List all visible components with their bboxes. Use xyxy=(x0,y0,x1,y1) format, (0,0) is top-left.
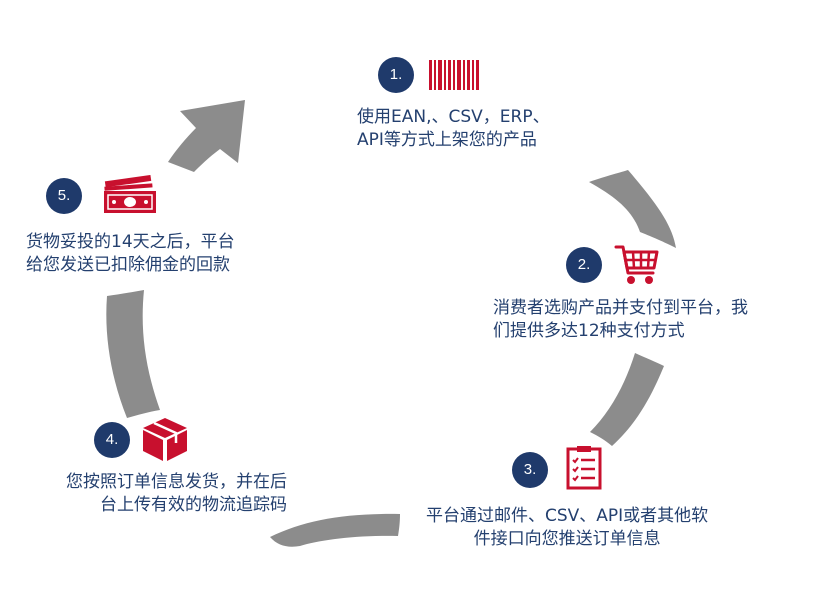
step-3-badge: 3. xyxy=(512,452,548,488)
step-2-badge: 2. xyxy=(566,247,602,283)
step-2-line-1: 消费者选购产品并支付到平台，我 xyxy=(493,298,748,318)
checklist-icon xyxy=(566,446,602,490)
step-1-line-1: 使用EAN,、CSV，ERP、 xyxy=(357,107,550,127)
step-4-text: 您按照订单信息发货，并在后 台上传有效的物流追踪码 xyxy=(66,471,287,517)
barcode-icon xyxy=(429,60,479,90)
cycle-arrow-segment-1 xyxy=(589,170,676,248)
step-3-line-2: 件接口向您推送订单信息 xyxy=(473,529,661,549)
cycle-arrow-head xyxy=(168,100,245,172)
step-4-badge: 4. xyxy=(94,422,130,458)
cycle-arrow-segment-4 xyxy=(106,290,160,418)
step-3-line-1: 平台通过邮件、CSV、API或者其他软 xyxy=(426,506,709,526)
step-5-badge: 5. xyxy=(46,178,82,214)
cash-icon xyxy=(104,175,156,213)
step-5-text: 货物妥投的14天之后，平台 给您发送已扣除佣金的回款 xyxy=(26,231,235,277)
step-1-badge: 1. xyxy=(378,57,414,93)
step-3-text: 平台通过邮件、CSV、API或者其他软 件接口向您推送订单信息 xyxy=(426,505,708,551)
step-5-line-2: 给您发送已扣除佣金的回款 xyxy=(26,255,230,275)
cycle-arrow-segment-3 xyxy=(270,513,400,547)
cycle-arrow-segment-2 xyxy=(590,353,664,446)
step-2-line-2: 们提供多达12种支付方式 xyxy=(493,321,685,341)
step-5-line-1: 货物妥投的14天之后，平台 xyxy=(26,232,235,252)
shopping-cart-icon xyxy=(614,245,659,284)
package-box-icon xyxy=(143,418,187,461)
step-1-line-2: API等方式上架您的产品 xyxy=(357,130,537,150)
step-4-line-1: 您按照订单信息发货，并在后 xyxy=(66,472,287,492)
step-1-text: 使用EAN,、CSV，ERP、 API等方式上架您的产品 xyxy=(357,106,550,152)
step-4-line-2: 台上传有效的物流追踪码 xyxy=(100,495,287,515)
step-2-text: 消费者选购产品并支付到平台，我 们提供多达12种支付方式 xyxy=(493,297,748,343)
